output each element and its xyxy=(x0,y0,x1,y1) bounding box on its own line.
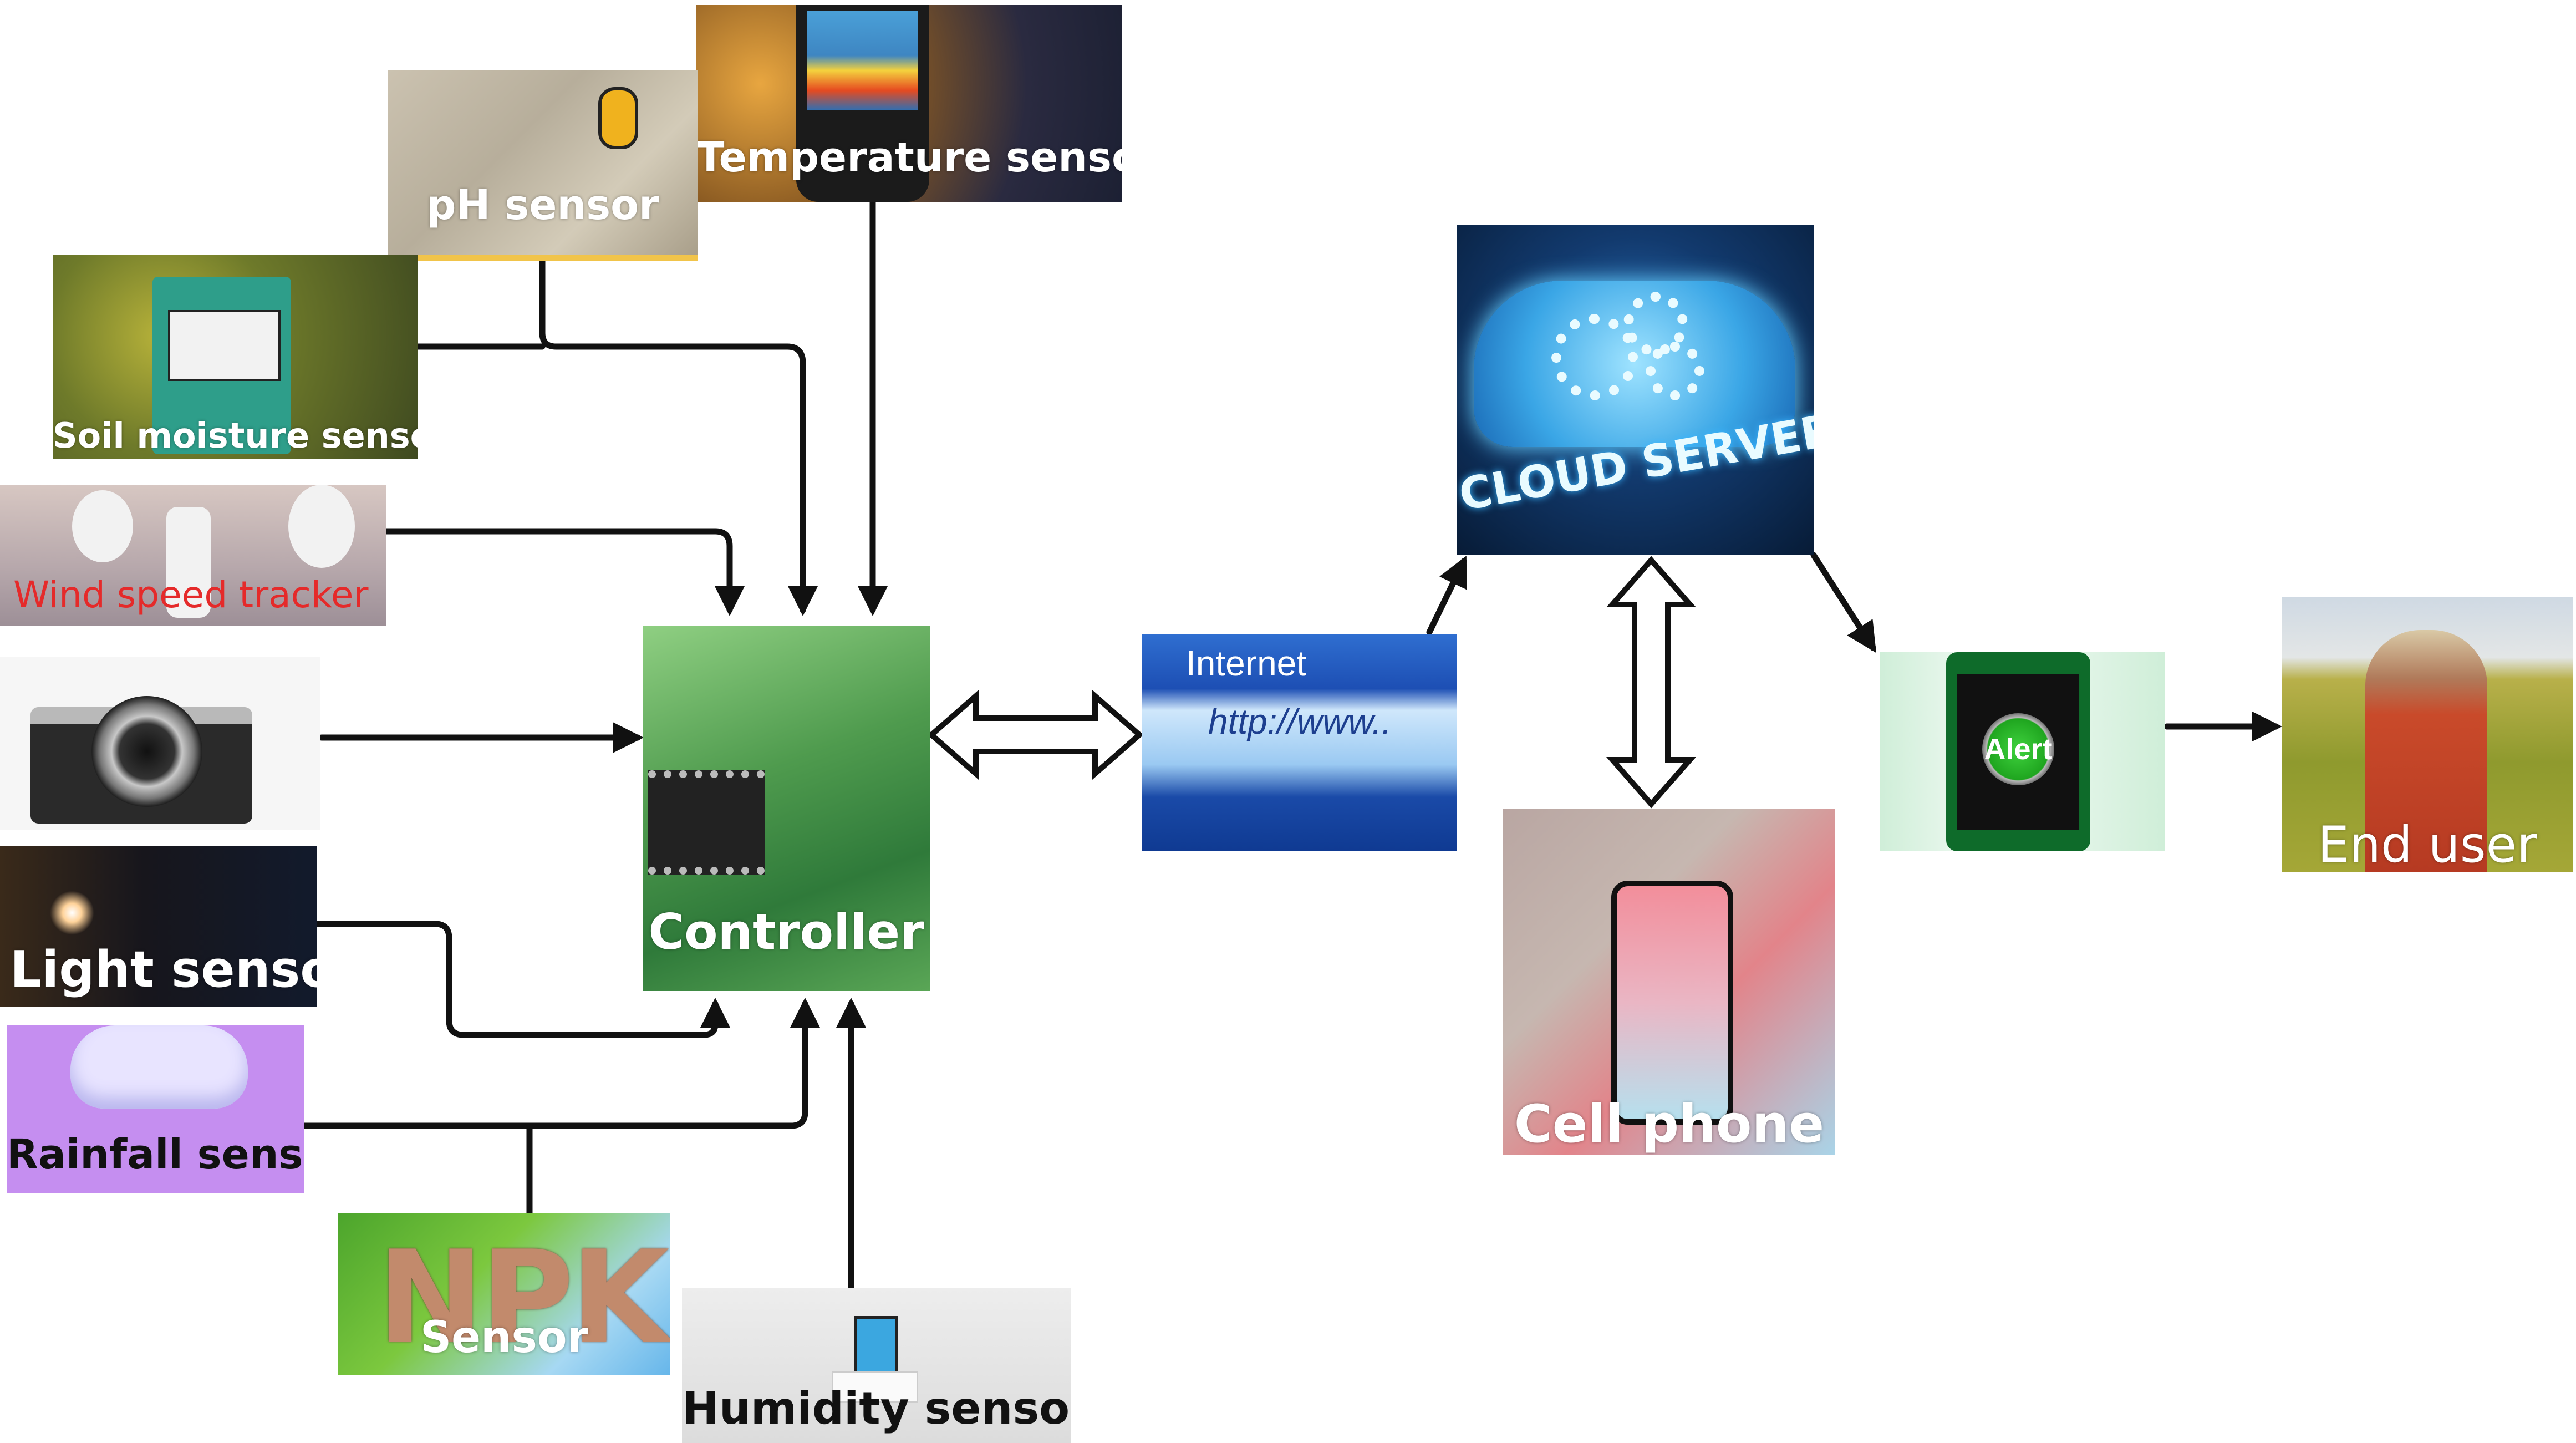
rain-cloud-icon xyxy=(70,1025,248,1109)
edge-controller-internet xyxy=(927,689,1144,780)
farmer-icon xyxy=(2365,630,2487,872)
alert-button-label: Alert xyxy=(1982,713,2054,785)
gear-icon xyxy=(1646,342,1704,400)
edge-internet-cloud xyxy=(1426,556,1467,636)
edge-wind-controller xyxy=(383,528,745,616)
camera-node xyxy=(0,657,320,830)
ph-sensor-node: pH sensor xyxy=(388,70,698,261)
internet-label: Internet xyxy=(1186,643,1307,683)
rainfall-sensor-node: Rainfall sensor xyxy=(7,1025,304,1193)
soil-moisture-sensor-node: Soil moisture sensor xyxy=(53,255,418,459)
edge-cloud-cellphone xyxy=(1606,556,1697,809)
browser-icon: http://www.. xyxy=(1208,702,1392,741)
anemometer-hub xyxy=(166,507,211,618)
cell-phone-label: Cell phone xyxy=(1514,1094,1825,1155)
cloud-server-node: CLOUD SERVER xyxy=(1457,225,1814,555)
light-flare-icon xyxy=(50,891,94,935)
humidity-sensor-label: Humidity sensor xyxy=(682,1383,1071,1434)
light-sensor-label: Light sensor xyxy=(10,941,317,999)
thermal-camera-icon xyxy=(796,5,929,202)
controller-node: Controller xyxy=(643,626,930,991)
controller-label: Controller xyxy=(648,903,924,961)
internet-node: Internet http://www.. xyxy=(1142,634,1457,851)
smartphone-icon xyxy=(1611,881,1733,1125)
ph-sensor-label: pH sensor xyxy=(426,181,659,229)
anemometer-icon xyxy=(72,490,133,562)
humidity-sensor-node: Humidity sensor xyxy=(682,1288,1071,1443)
edge-light-controller xyxy=(314,921,731,1038)
cell-phone-node: Cell phone xyxy=(1503,809,1835,1155)
breadboard xyxy=(832,1371,918,1403)
anemometer-cup xyxy=(288,485,355,568)
end-user-node: End user xyxy=(2282,597,2573,872)
wind-speed-tracker-label: Wind speed tracker xyxy=(13,573,369,616)
temperature-sensor-label: Temperature sensor xyxy=(696,134,1122,181)
npk-sensor-node: NPK Sensor xyxy=(338,1213,670,1375)
circuit-board-icon xyxy=(648,770,765,875)
rainfall-sensor-label: Rainfall sensor xyxy=(7,1131,304,1178)
edge-rainfall-controller xyxy=(301,998,821,1129)
soil-meter-icon xyxy=(152,277,291,454)
npk-sensor-label: Sensor xyxy=(420,1313,589,1363)
soil-moisture-sensor-label: Soil moisture sensor xyxy=(53,415,418,456)
camera-lens xyxy=(91,696,202,807)
ph-probe-icon xyxy=(598,87,638,149)
alert-phone-icon: Alert xyxy=(1946,652,2090,851)
light-sensor-node: Light sensor xyxy=(0,846,317,1007)
edge-cloud-alert xyxy=(1810,552,1876,653)
npk-seeds-icon: NPK xyxy=(377,1224,669,1372)
temperature-sensor-node: Temperature sensor xyxy=(696,5,1122,202)
wind-speed-tracker-node: Wind speed tracker xyxy=(0,485,386,626)
end-user-label: End user xyxy=(2318,816,2537,872)
alert-node: Alert xyxy=(1880,652,2165,851)
edge-ph-controller xyxy=(539,257,818,616)
